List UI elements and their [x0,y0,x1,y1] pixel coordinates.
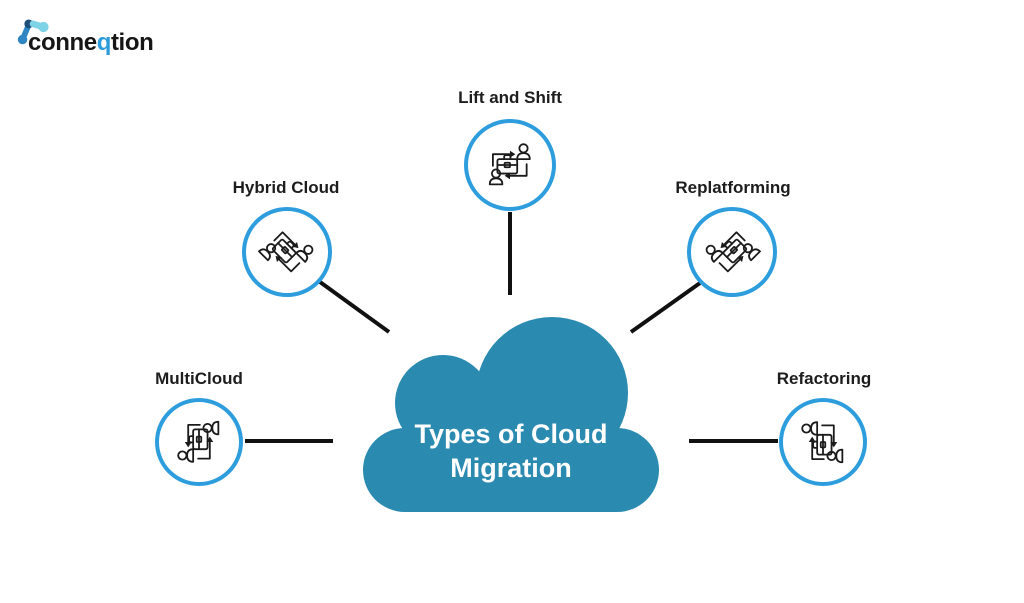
node-refactoring [779,398,867,486]
workload-transfer-icon [483,138,537,192]
cloud-title-line1: Types of Cloud [414,419,608,449]
node-hybrid-cloud [242,207,332,297]
connector-hybrid-cloud [318,280,391,334]
cloud-title: Types of Cloud Migration [363,417,659,485]
molecule-nodes-icon [17,19,49,45]
brand-name-prefix: conne [28,29,97,56]
brand-logo: conneqtion [14,12,194,58]
cloud-shape [363,317,659,512]
workload-transfer-icon [249,214,325,290]
node-label-refactoring: Refactoring [776,369,872,388]
node-label-hybrid-cloud: Hybrid Cloud [232,178,340,197]
workload-transfer-icon [796,415,850,469]
node-multicloud [155,398,243,486]
workload-transfer-icon [694,214,770,290]
node-label-lift-and-shift: Lift and Shift [458,88,562,107]
node-label-replatforming: Replatforming [675,178,791,197]
brand-name-accent: q [96,29,112,56]
connector-replatforming [629,281,702,334]
cloud-title-line2: Migration [450,453,572,483]
workload-transfer-icon [172,415,226,469]
brand-name: conneqtion [28,29,154,57]
brand-name-suffix: tion [110,29,154,56]
node-lift-and-shift [464,119,556,211]
node-label-multicloud: MultiCloud [155,369,243,388]
node-replatforming [687,207,777,297]
